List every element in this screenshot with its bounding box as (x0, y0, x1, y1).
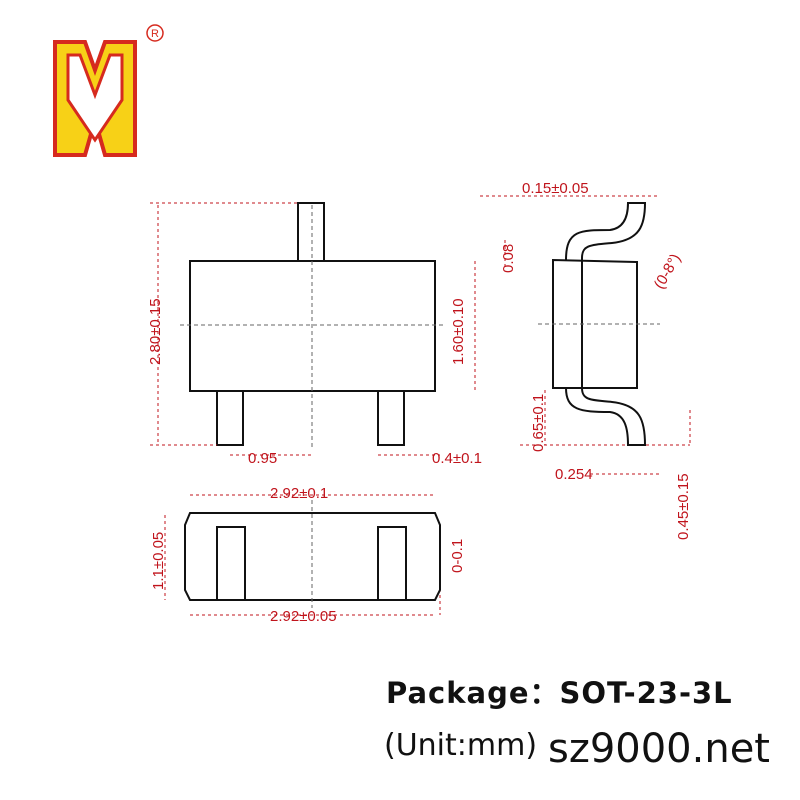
dim-standoff-bottom: 0-0.1 (449, 539, 466, 573)
package-label: Package：SOT-23-3L (386, 676, 733, 710)
dim-gauge: 0.254 (555, 466, 593, 483)
dim-body-thickness: 1.1±0.05 (150, 532, 167, 590)
dim-foot: 0.45±0.15 (675, 473, 692, 540)
dim-pitch: 0.95 (248, 450, 277, 467)
dim-body-height: 1.60±0.10 (450, 298, 467, 365)
svg-text:R: R (151, 28, 159, 40)
dimension-labels: 2.80±0.15 1.60±0.10 0.95 0.4±0.1 0.15±0.… (147, 180, 692, 625)
unit-label: (Unit:mm) (384, 728, 538, 763)
dim-standoff: 0.08 (500, 244, 517, 273)
watermark: sz9000.net (548, 726, 770, 772)
logo: R (53, 24, 164, 157)
dim-lead-width: 0.4±0.1 (432, 450, 482, 467)
dim-length-bottom: 2.92±0.05 (270, 608, 337, 625)
dim-lead-thickness: 0.15±0.05 (522, 180, 589, 197)
dim-lead-length: 0.65±0.1 (530, 394, 547, 452)
side-view (538, 202, 660, 446)
front-view (184, 500, 441, 608)
dim-height-total: 2.80±0.15 (147, 298, 164, 365)
dim-lines (150, 195, 691, 616)
dim-angle: (0-8°) (651, 251, 685, 292)
top-view (180, 202, 445, 450)
dim-length-top: 2.92±0.1 (270, 485, 328, 502)
